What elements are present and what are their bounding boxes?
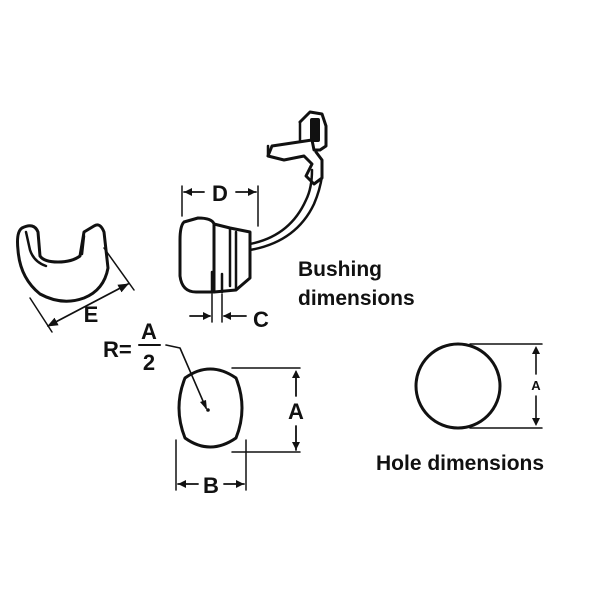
radius-denominator: 2 — [143, 350, 155, 375]
dimension-c — [189, 293, 247, 323]
label-d: D — [212, 181, 228, 206]
dimension-d — [181, 185, 259, 227]
bushing-caption-line1: Bushing — [298, 258, 382, 281]
dimension-a — [231, 367, 301, 453]
dimension-b — [175, 439, 247, 491]
radius-numerator: A — [141, 319, 157, 344]
u-clip-part — [16, 223, 110, 303]
label-e: E — [84, 302, 99, 327]
radius-formula: R= A 2 — [103, 319, 161, 375]
hole-circle — [414, 342, 502, 430]
label-c: C — [253, 307, 269, 332]
label-a: A — [288, 399, 304, 424]
dimension-e — [29, 247, 135, 333]
radius-prefix: R= — [103, 337, 132, 362]
dimension-hole-a — [469, 343, 543, 429]
label-hole-a: A — [531, 378, 541, 393]
hole-caption: Hole dimensions — [376, 452, 544, 475]
label-b: B — [203, 473, 219, 498]
bushing-caption-line2: dimensions — [298, 287, 415, 310]
bushing-part — [178, 110, 328, 294]
bushing-face-part — [165, 344, 244, 449]
